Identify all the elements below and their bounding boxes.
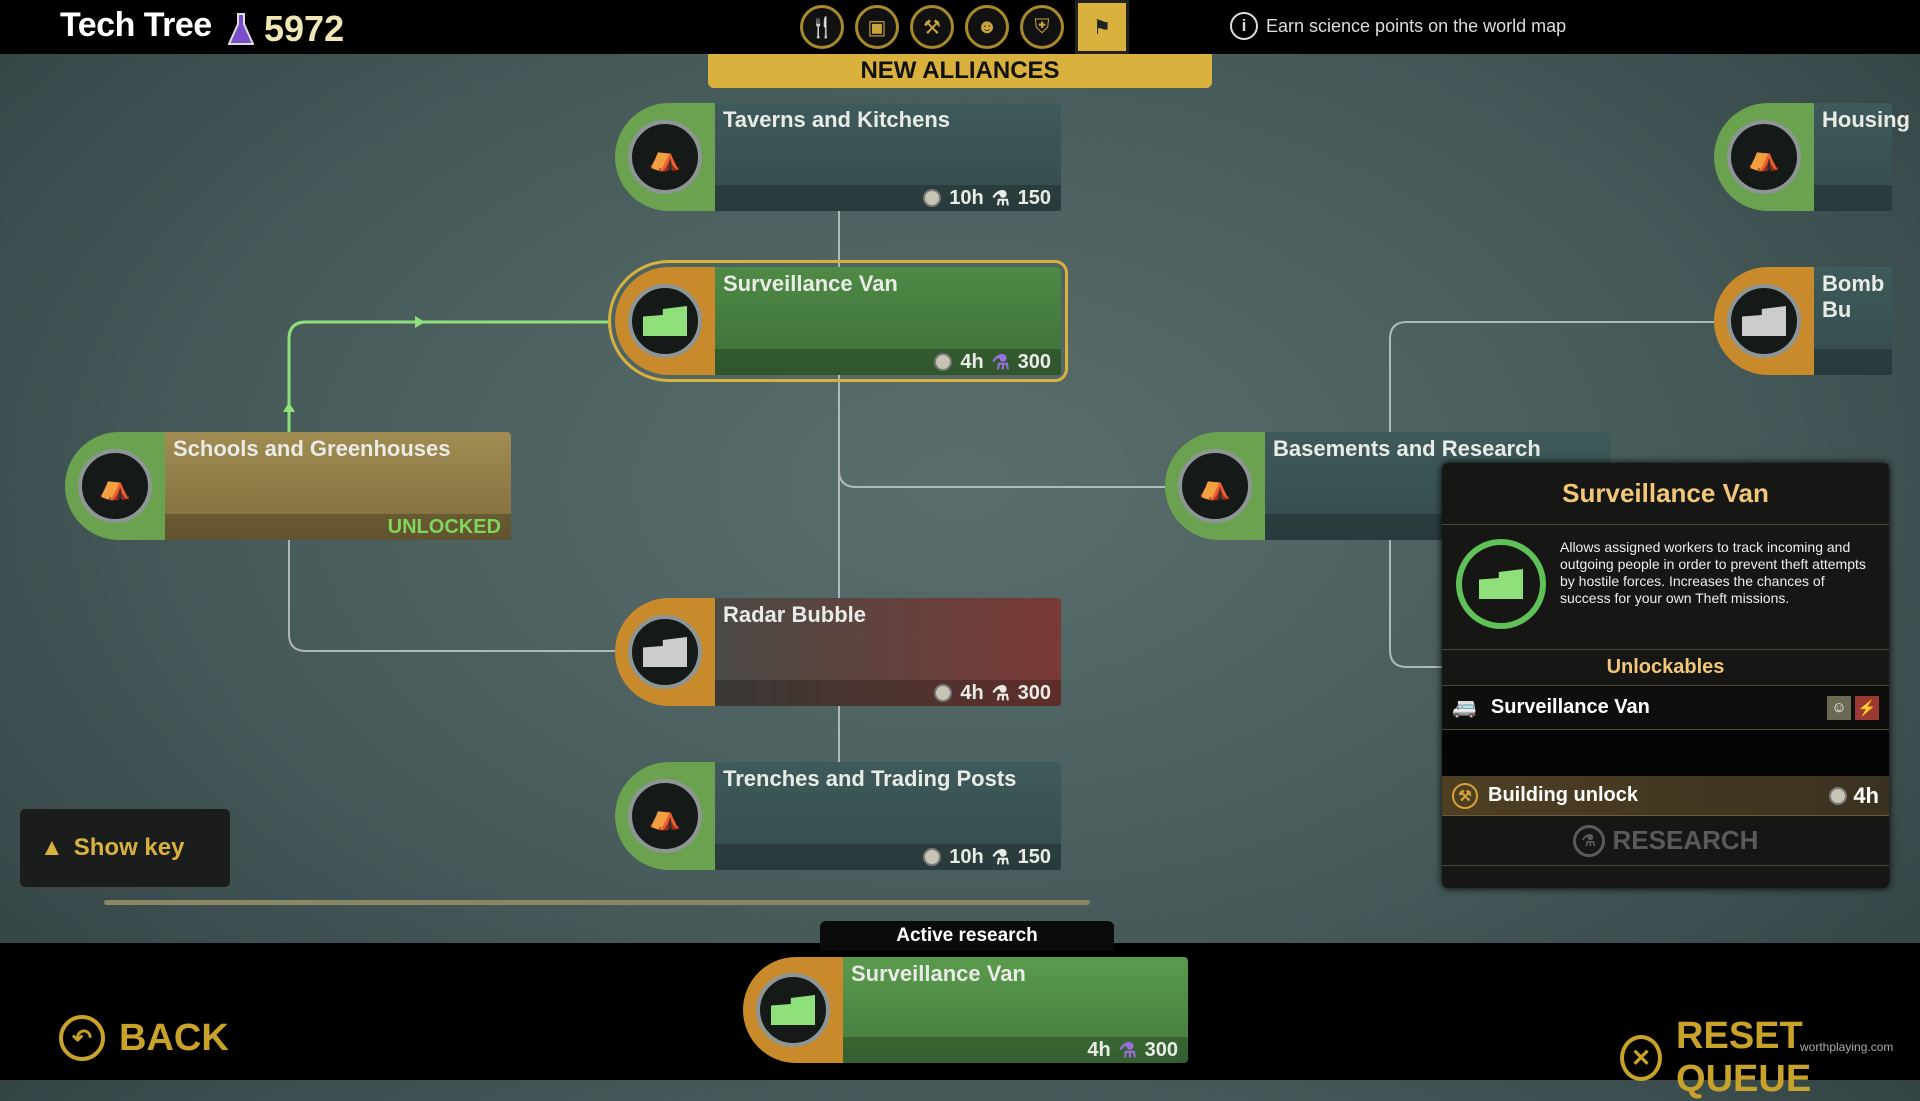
surveillance-building-icon	[1456, 539, 1546, 629]
building-unlock-row: ⚒ Building unlock 4h	[1442, 776, 1889, 816]
info-icon: i	[1230, 12, 1258, 40]
building-unlock-time: 4h	[1853, 782, 1879, 808]
top-bar: Tech Tree 5972 🍴 ▣ ⚒ ☻ ⛨ ⚑ i Earn scienc…	[0, 0, 1920, 54]
camp-icon: ⛺	[648, 800, 682, 831]
hammer-icon: ⚒	[1452, 782, 1478, 809]
camp-icon: ⛺	[1198, 470, 1232, 501]
people-icon[interactable]: ☻	[965, 5, 1009, 49]
research-label: RESEARCH	[1612, 825, 1759, 855]
node-time: 4h	[960, 350, 984, 373]
vehicle-icon: 🚐	[1452, 697, 1477, 719]
category-banner: NEW ALLIANCES	[708, 54, 1212, 88]
tech-node-radar-bubble[interactable]: Radar Bubble 4h ⚗ 300	[615, 598, 1061, 706]
clock-icon	[923, 848, 942, 866]
building-icon	[643, 306, 687, 336]
horizontal-scrollbar[interactable]	[104, 900, 1090, 905]
building-unlock-label: Building unlock	[1488, 784, 1638, 806]
node-name: Trenches and Trading Posts	[723, 766, 1017, 791]
watermark: worthplaying.com	[1800, 1040, 1894, 1054]
info-hint: i Earn science points on the world map	[1230, 12, 1566, 40]
camp-icon: ⛺	[1747, 141, 1781, 172]
unlockable-item[interactable]: 🚐 Surveillance Van ☺⚡	[1442, 686, 1889, 730]
node-cost: 150	[1017, 186, 1051, 209]
science-points-value: 5972	[264, 8, 345, 49]
tech-node-taverns[interactable]: ⛺ Taverns and Kitchens 10h ⚗ 150	[615, 103, 1061, 211]
tech-node-surveillance-van[interactable]: Surveillance Van 4h ⚗ 300	[608, 260, 1068, 382]
flask-icon: ⚗	[991, 846, 1010, 869]
flask-icon: ⚗	[1118, 1039, 1137, 1062]
clock-icon	[1829, 786, 1848, 805]
node-name: Taverns and Kitchens	[723, 107, 950, 132]
node-name: Surveillance Van	[723, 271, 898, 296]
science-flask-icon	[228, 13, 254, 45]
clock-icon	[923, 189, 942, 207]
node-time: 10h	[949, 845, 984, 868]
reset-queue-button[interactable]: ✕ RESET QUEUE	[1620, 1015, 1920, 1101]
research-button[interactable]: ⚗ RESEARCH	[1442, 816, 1889, 866]
flask-icon: ⚗	[991, 682, 1010, 705]
workers-icon[interactable]: ⚒	[910, 5, 954, 49]
resources-icon[interactable]: ▣	[855, 5, 899, 49]
category-tabs: 🍴 ▣ ⚒ ☻ ⛨ ⚑	[800, 0, 1129, 54]
clock-icon	[934, 353, 953, 371]
detail-title: Surveillance Van	[1442, 463, 1889, 525]
science-points: 5972	[228, 8, 344, 50]
tech-node-schools[interactable]: ⛺ Schools and Greenhouses UNLOCKED	[65, 432, 511, 540]
node-name: Schools and Greenhouses	[173, 436, 451, 461]
building-icon	[643, 637, 687, 667]
tech-node-housing[interactable]: ⛺ Housing	[1714, 103, 1910, 211]
tech-node-bomb[interactable]: Bomb Bu	[1714, 267, 1892, 375]
food-icon[interactable]: 🍴	[800, 5, 844, 49]
defense-icon[interactable]: ⛨	[1020, 5, 1064, 49]
active-research-name: Surveillance Van	[851, 961, 1026, 986]
alliances-icon[interactable]: ⚑	[1075, 0, 1129, 54]
node-cost: 300	[1017, 350, 1051, 373]
building-icon	[1742, 306, 1786, 336]
show-key-button[interactable]: ▲ Show key	[20, 809, 230, 887]
node-name: Housing	[1822, 107, 1910, 132]
node-time: 10h	[949, 186, 984, 209]
back-arrow-icon: ↶	[59, 1015, 105, 1061]
camp-icon: ⛺	[98, 470, 132, 501]
unlockable-name: Surveillance Van	[1490, 696, 1650, 718]
back-button[interactable]: ↶ BACK	[59, 1015, 229, 1061]
flask-icon: ⚗	[1572, 824, 1605, 857]
back-label: BACK	[119, 1016, 229, 1059]
node-time: 4h	[960, 681, 984, 704]
active-research-cost: 300	[1144, 1038, 1178, 1061]
unlocked-status: UNLOCKED	[387, 515, 501, 538]
chevron-up-icon: ▲	[40, 834, 64, 861]
active-research-card[interactable]: Surveillance Van 4h ⚗ 300	[743, 957, 1188, 1063]
flask-icon: ⚗	[991, 351, 1010, 374]
reset-queue-label: RESET QUEUE	[1676, 1015, 1812, 1100]
worker-badge-icon: ☺	[1827, 695, 1851, 720]
close-icon: ✕	[1620, 1035, 1663, 1081]
node-cost: 300	[1017, 681, 1051, 704]
node-cost: 150	[1017, 845, 1051, 868]
show-key-label: Show key	[73, 834, 185, 861]
lightning-badge-icon: ⚡	[1855, 695, 1879, 720]
info-text: Earn science points on the world map	[1266, 15, 1567, 36]
building-icon	[771, 995, 815, 1025]
page-title: Tech Tree	[60, 6, 212, 44]
active-research-time: 4h	[1087, 1038, 1111, 1061]
node-name: Radar Bubble	[723, 602, 867, 627]
unlockables-heading: Unlockables	[1442, 650, 1889, 686]
node-name: Basements and Research	[1273, 436, 1541, 461]
camp-icon: ⛺	[648, 141, 682, 172]
tech-detail-panel: Surveillance Van Allows assigned workers…	[1442, 463, 1889, 888]
active-research-label: Active research	[820, 921, 1114, 951]
detail-description: Allows assigned workers to track incomin…	[1560, 539, 1866, 606]
clock-icon	[934, 684, 953, 702]
flask-icon: ⚗	[991, 187, 1010, 210]
node-name: Bomb Bu	[1822, 271, 1885, 322]
tech-node-trenches[interactable]: ⛺ Trenches and Trading Posts 10h ⚗ 150	[615, 762, 1061, 870]
